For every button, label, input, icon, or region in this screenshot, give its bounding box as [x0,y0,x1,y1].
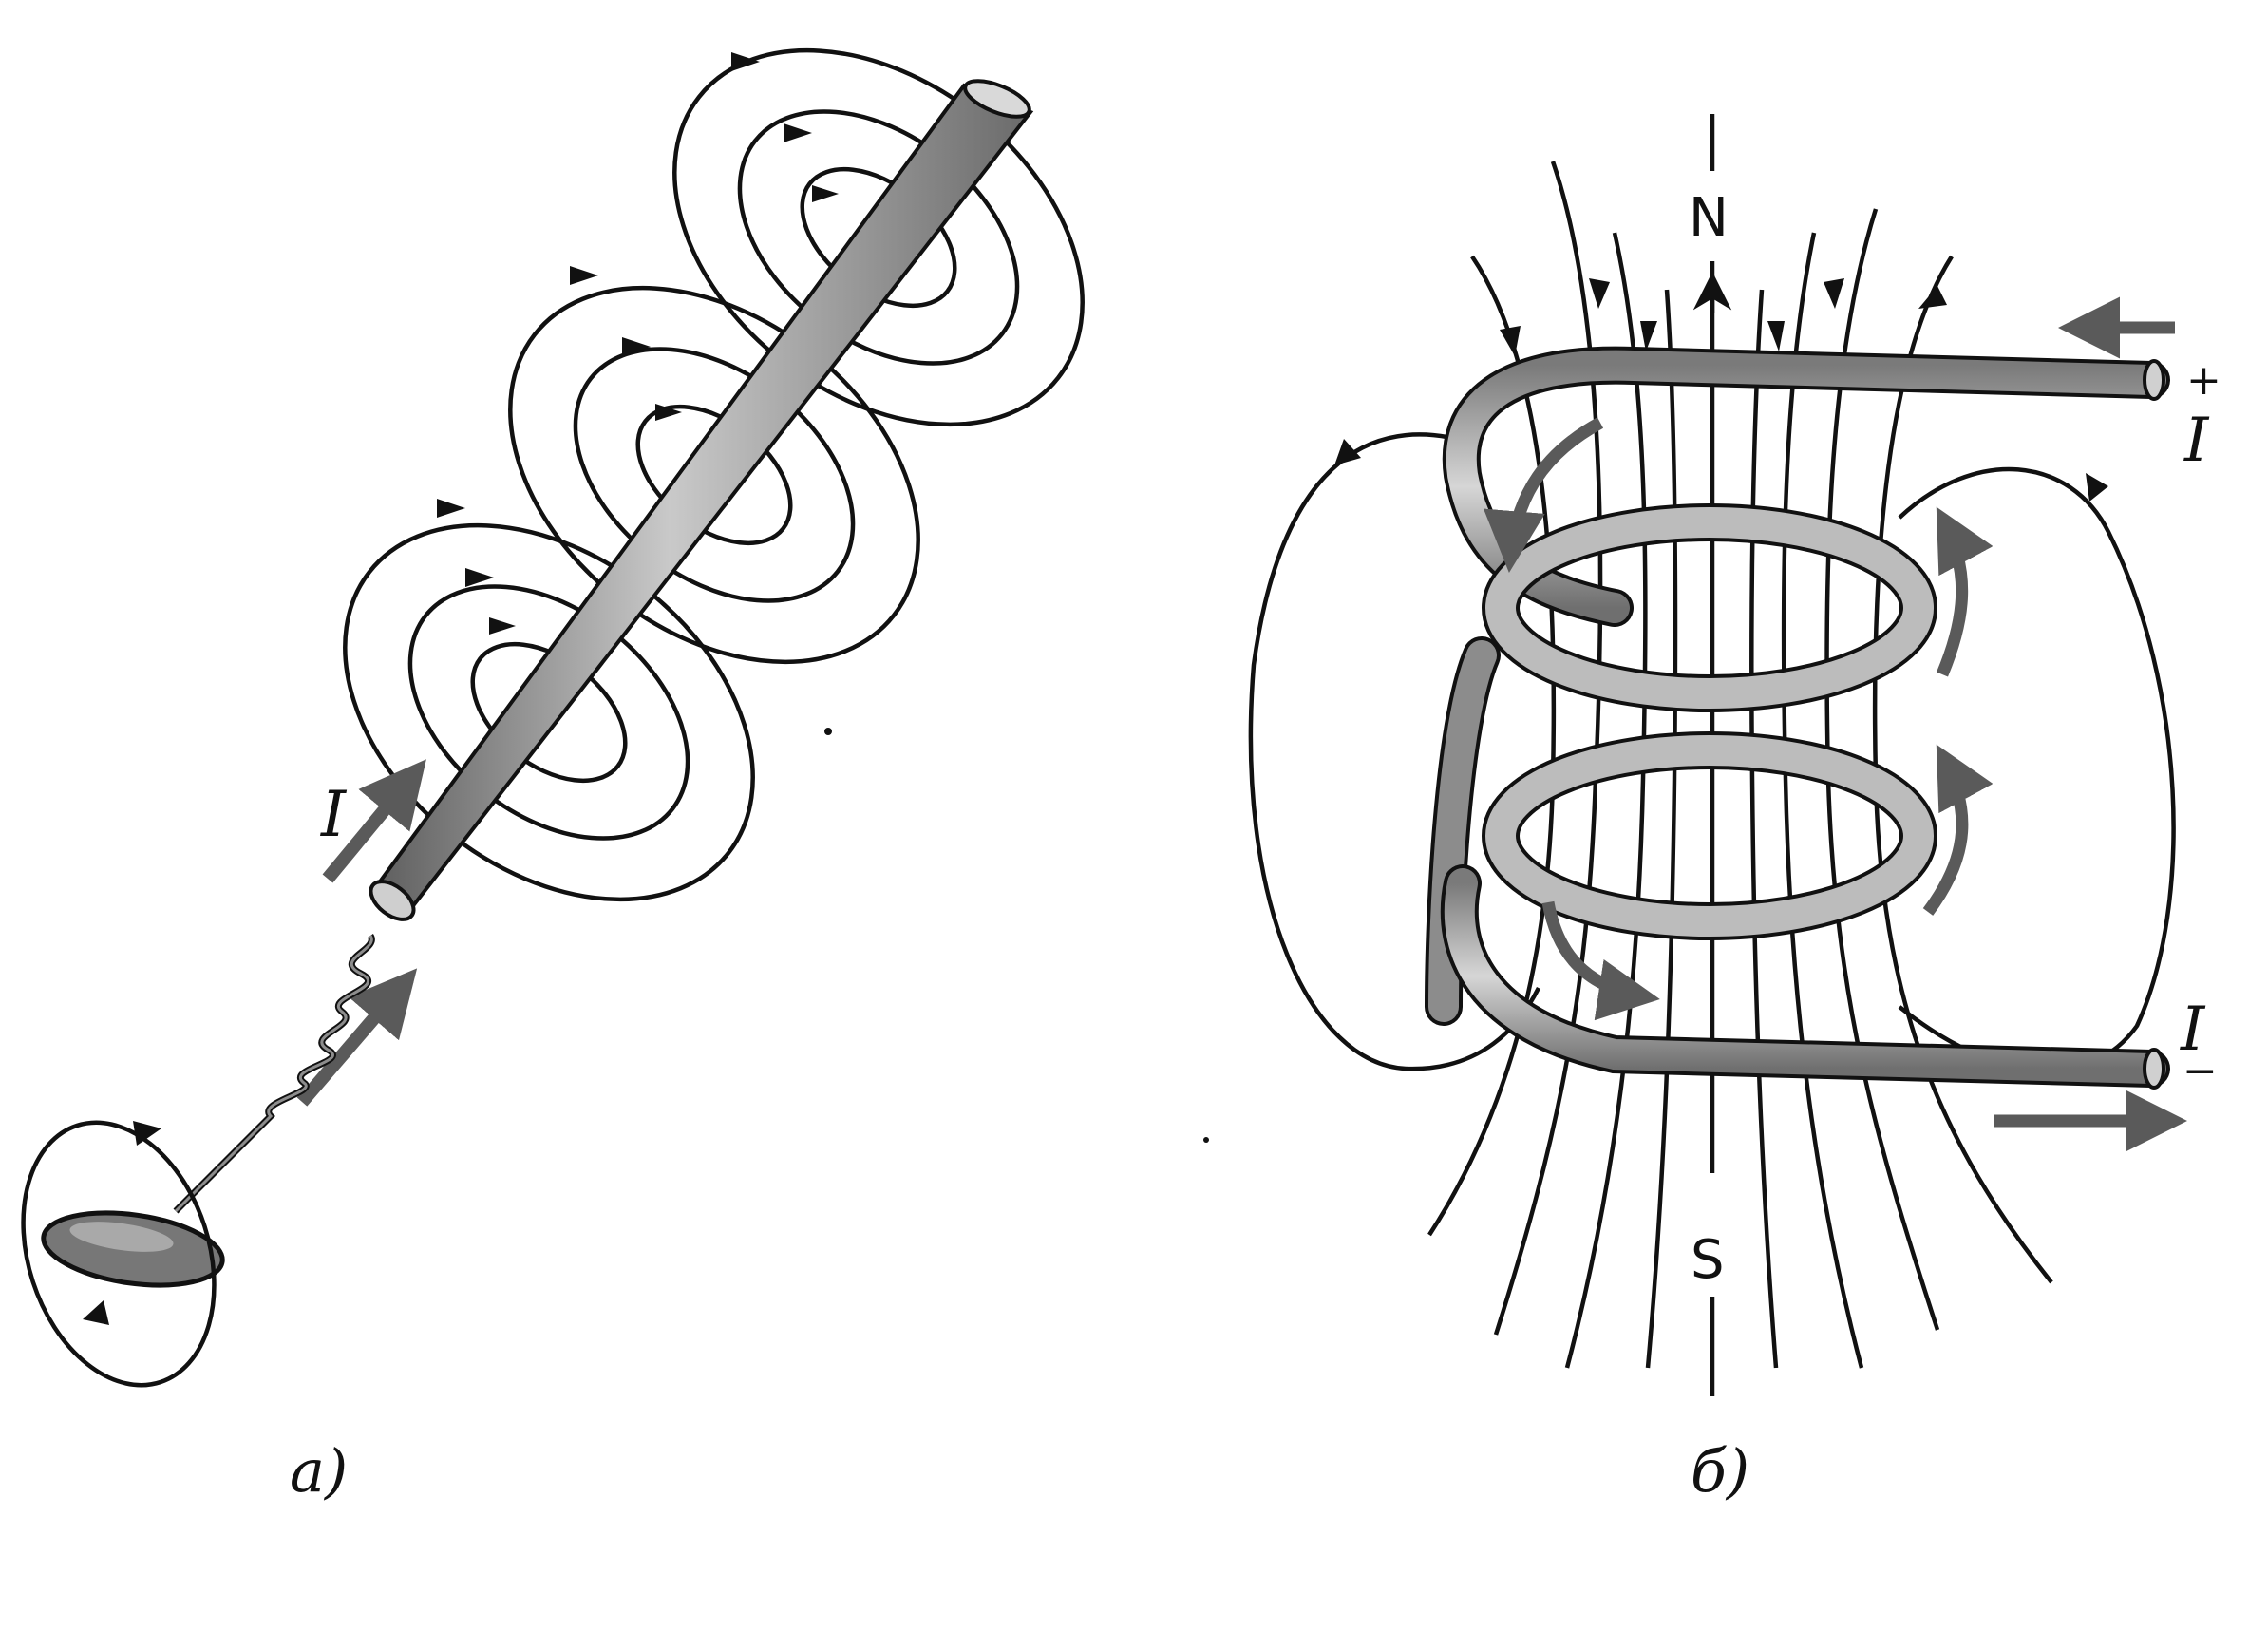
ring-direction-arrows [437,52,839,635]
internal-field-arrows [1500,278,1947,356]
speck [1203,1137,1209,1143]
speck [824,728,832,735]
plus-sign: + [2186,356,2221,405]
current-label-top: I [2183,406,2210,476]
panel-a: I а) [21,47,1085,1506]
current-direction-arrows [296,759,426,1107]
coil-current-arrows [1483,296,2187,1152]
caption-b: б) [1691,1436,1749,1506]
straight-conductor-icon [369,79,1034,921]
south-pole-label: S [1691,1229,1725,1291]
gimlet-icon [21,934,375,1388]
north-pole-label: N [1689,187,1729,249]
caption-a: а) [290,1436,348,1506]
outer-field-arrows [1334,439,2108,502]
panel-b: N S + I I − б) [1248,114,2221,1506]
current-label-a: I [320,778,348,851]
current-label-bottom: I [2180,995,2206,1065]
minus-sign: − [2183,1047,2218,1095]
solenoid-coil-icon [1425,346,2170,1090]
